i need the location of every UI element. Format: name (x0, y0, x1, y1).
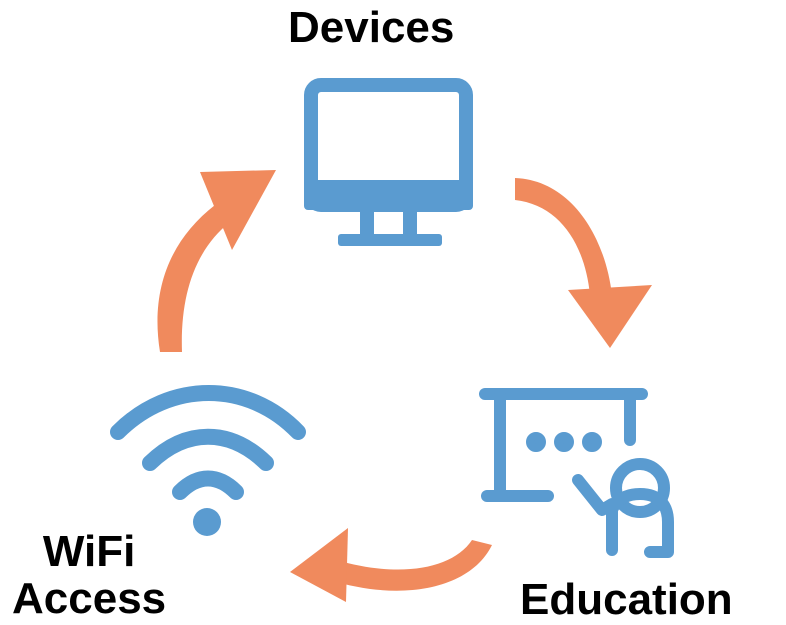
teacher-board-icon (479, 388, 674, 558)
node-label-devices: Devices (288, 3, 455, 52)
node-label-wifi-line2: Access (12, 574, 167, 624)
monitor-icon (304, 78, 473, 246)
node-label-wifi-access: WiFi Access (12, 528, 166, 622)
wifi-icon (110, 385, 306, 536)
node-label-wifi-line1: WiFi (42, 527, 136, 576)
node-label-education: Education (520, 575, 733, 624)
arrow-education-to-wifi (290, 528, 492, 602)
arrow-devices-to-education (515, 178, 652, 348)
arrow-wifi-to-devices (157, 170, 276, 352)
